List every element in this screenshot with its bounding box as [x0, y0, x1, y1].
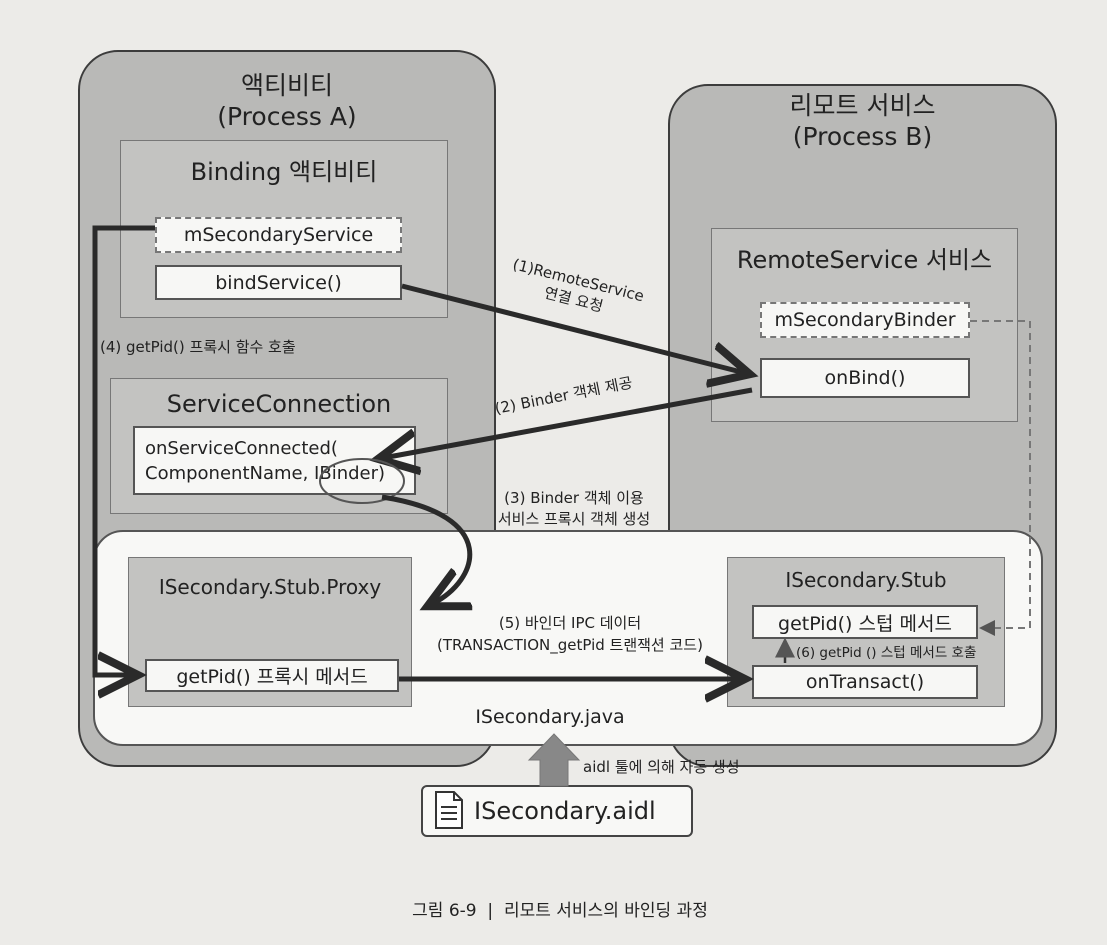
on-service-connected-method: onServiceConnected( ComponentName, IBind…	[133, 426, 416, 495]
bind-service-method: bindService()	[155, 265, 402, 300]
m-secondary-service-field: mSecondaryService	[155, 217, 402, 253]
remote-service-title: RemoteService 서비스	[736, 246, 993, 274]
on-bind-method: onBind()	[760, 358, 970, 398]
aidl-file-name: ISecondary.aidl	[474, 797, 656, 825]
process-a-title: 액티비티 (Process A)	[217, 71, 357, 131]
on-transact-method: onTransact()	[752, 665, 978, 699]
m-secondary-binder-field: mSecondaryBinder	[760, 302, 970, 338]
proxy-method: getPid() 프록시 메서드	[145, 659, 399, 692]
stub-title: ISecondary.Stub	[785, 568, 947, 592]
interface-file-name: ISecondary.java	[475, 706, 625, 728]
step6-label: (6) getPid () 스텁 메서드 호출	[796, 645, 977, 661]
process-b-title: 리모트 서비스 (Process B)	[789, 91, 936, 151]
stub-method: getPid() 스텁 메서드	[752, 605, 978, 639]
figure-caption: 그림 6-9 | 리모트 서비스의 바인딩 과정	[412, 901, 708, 921]
step1-label: (1)RemoteService 연결 요청	[510, 255, 646, 316]
step4-label: (4) getPid() 프록시 함수 호출	[100, 338, 296, 356]
binding-activity-title: Binding 액티비티	[190, 158, 378, 186]
step2-label: (2) Binder 객체 제공	[493, 373, 634, 418]
step5-label: (5) 바인더 IPC 데이터 (TRANSACTION_getPid 트랜잭션…	[437, 614, 703, 654]
step3-label: (3) Binder 객체 이용 서비스 프록시 객체 생성	[497, 489, 651, 528]
service-connection-title: ServiceConnection	[166, 390, 392, 418]
proxy-title: ISecondary.Stub.Proxy	[158, 575, 382, 599]
aidl-tool-label: aidl 툴에 의해 자동 생성	[583, 758, 740, 776]
